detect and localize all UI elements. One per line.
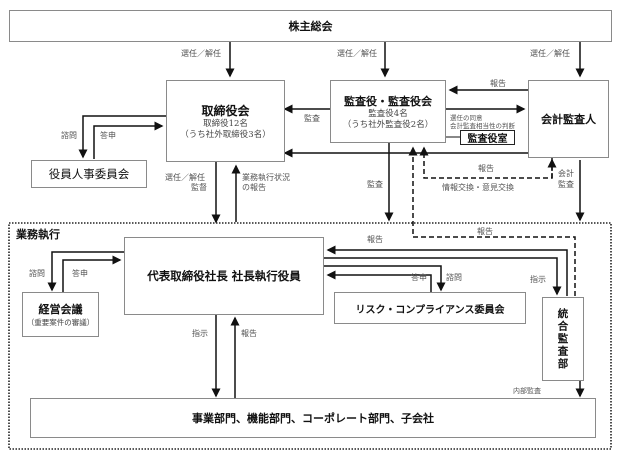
label-instruct-divisions: 指示 — [192, 329, 208, 338]
audit-office-box: 監査役室 — [460, 130, 515, 145]
label-board-exec-2: 監督 — [191, 183, 207, 192]
auditors-outside-count: （うち社外監査役2名） — [342, 119, 434, 130]
accounting-auditor-label: 会計監査人 — [541, 113, 596, 126]
arrow-dashed-internal-report — [408, 146, 576, 296]
label-exec-board-1: 業務執行状況 — [242, 173, 290, 182]
management-meeting-title: 経営会議 — [38, 303, 83, 316]
arrow-mgmt-consult — [47, 251, 124, 292]
president-box: 代表取締役社長 社長執行役員 — [124, 237, 324, 315]
auditors-count: 監査役4名 — [368, 108, 408, 119]
internal-audit-box: 統合監査部 — [542, 297, 584, 381]
label-personnel-consult: 諮問 — [61, 131, 77, 140]
label-mgmt-reply: 答申 — [72, 269, 88, 278]
shareholders-meeting-box: 株主総会 — [9, 10, 612, 42]
label-internal-audit: 内部監査 — [513, 387, 541, 395]
label-accounting-audit-2: 監査 — [558, 180, 574, 189]
execution-region-border — [8, 222, 612, 450]
label-elect-board: 選任／解任 — [181, 49, 221, 58]
label-accounting-report-dashed: 報告 — [478, 164, 494, 173]
divisions-box: 事業部門、機能部門、コーポレート部門、子会社 — [30, 398, 596, 438]
internal-audit-label: 統合監査部 — [556, 307, 569, 371]
personnel-committee-label: 役員人事委員会 — [48, 167, 130, 181]
label-consent-1: 選任の同意 — [450, 114, 483, 122]
label-internal-report-dashed: 報告 — [477, 227, 493, 236]
risk-committee-label: リスク・コンプライアンス委員会 — [355, 304, 505, 316]
board-title: 取締役会 — [201, 103, 250, 118]
label-mgmt-consult: 諮問 — [29, 269, 45, 278]
label-consent-2: 会計監査相当性の判断 — [450, 122, 515, 130]
shareholders-meeting-label: 株主総会 — [288, 20, 333, 33]
label-instruct-internal: 指示 — [530, 275, 546, 284]
audit-office-label: 監査役室 — [467, 134, 508, 145]
label-accounting-audit-1: 会計 — [558, 169, 574, 178]
board-outside-count: （うち社外取締役3名） — [180, 129, 271, 140]
board-box: 取締役会 取締役12名 （うち社外取締役3名） — [166, 80, 285, 162]
label-divisions-report: 報告 — [241, 329, 257, 338]
label-personnel-reply: 答申 — [100, 131, 116, 140]
management-meeting-box: 経営会議 （重要案件の審議） — [22, 292, 99, 337]
label-exec-board-2: の報告 — [242, 183, 266, 192]
accounting-auditor-box: 会計監査人 — [528, 80, 609, 158]
label-risk-consult: 諮問 — [446, 273, 462, 282]
arrow-risk-consult — [324, 265, 446, 292]
arrow-mgmt-reply — [62, 255, 122, 292]
label-info-exchange: 情報交換・意見交換 — [442, 183, 514, 192]
board-count: 取締役12名 — [203, 118, 248, 129]
arrow-instruct-internal — [324, 257, 562, 296]
auditors-box: 監査役・監査役会 監査役4名 （うち社外監査役2名） — [330, 80, 446, 143]
arrow-internal-report-president — [326, 245, 568, 296]
label-audit-board: 監査 — [304, 114, 320, 123]
label-elect-auditors: 選任／解任 — [337, 49, 377, 58]
label-elect-accounting: 選任／解任 — [530, 49, 570, 58]
arrow-risk-reply — [326, 270, 432, 292]
personnel-committee-box: 役員人事委員会 — [31, 160, 147, 188]
divisions-label: 事業部門、機能部門、コーポレート部門、子会社 — [192, 412, 434, 425]
label-board-exec-1: 選任／解任 — [165, 173, 205, 182]
label-auditors-audit: 監査 — [367, 180, 383, 189]
label-risk-reply: 答申 — [411, 273, 427, 282]
arrow-personnel-consult — [78, 115, 166, 159]
label-internal-report-president: 報告 — [367, 235, 383, 244]
execution-region-label: 業務執行 — [16, 228, 60, 241]
president-label: 代表取締役社長 社長執行役員 — [147, 269, 301, 283]
label-accounting-report: 報告 — [490, 79, 506, 88]
auditors-title: 監査役・監査役会 — [344, 94, 432, 108]
arrow-personnel-reply — [93, 121, 164, 159]
management-meeting-sub: （重要案件の審議） — [26, 318, 95, 327]
risk-committee-box: リスク・コンプライアンス委員会 — [334, 292, 526, 324]
